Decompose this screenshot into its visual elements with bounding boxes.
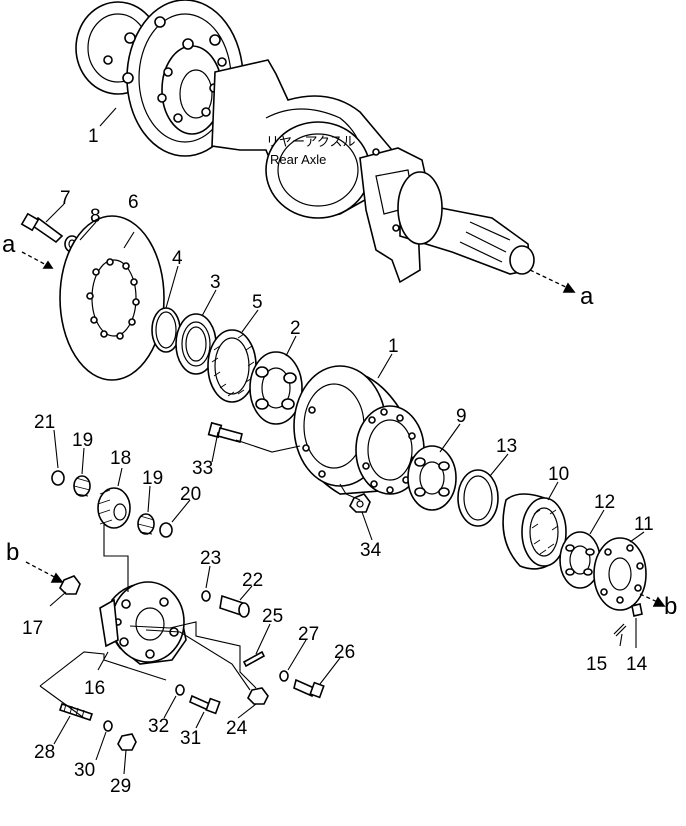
part-19b-needle bbox=[137, 513, 155, 535]
callout-26: 26 bbox=[334, 642, 355, 663]
part-10-bearing bbox=[502, 493, 567, 570]
part-16-carrier bbox=[99, 581, 187, 665]
part-18-gear bbox=[97, 487, 131, 529]
callout-34: 34 bbox=[360, 540, 382, 561]
part-29-nut bbox=[117, 733, 137, 751]
callout-leaders bbox=[45, 107, 645, 775]
callout-1-axle: 1 bbox=[88, 126, 99, 147]
part-13-ring bbox=[457, 469, 499, 527]
callout-25: 25 bbox=[262, 606, 283, 627]
callout-1-hub: 1 bbox=[388, 336, 399, 357]
part-14-nipple bbox=[631, 603, 643, 617]
callout-22: 22 bbox=[242, 570, 263, 591]
part-19a-needle bbox=[73, 475, 91, 497]
callout-32: 32 bbox=[148, 716, 169, 737]
callout-29: 29 bbox=[110, 776, 131, 797]
part-24-nut bbox=[247, 687, 269, 705]
ref-marker-a-right: a bbox=[580, 283, 594, 310]
part-7-bolt bbox=[20, 212, 64, 244]
callout-numbers: 1 7 8 6 4 3 5 2 1 9 13 10 12 11 14 15 16… bbox=[22, 126, 654, 797]
callout-15: 15 bbox=[586, 654, 607, 675]
callout-10: 10 bbox=[548, 464, 569, 485]
callout-4: 4 bbox=[172, 248, 183, 269]
callout-24: 24 bbox=[226, 718, 248, 739]
part-32-washer bbox=[175, 684, 185, 696]
callout-33: 33 bbox=[192, 458, 213, 479]
part-15-pin bbox=[613, 623, 627, 637]
part-27-washer bbox=[279, 670, 289, 682]
part-17-nut bbox=[59, 575, 81, 595]
axle-caption-japanese: リヤーアクスル bbox=[266, 134, 355, 149]
part-26-bolt bbox=[293, 678, 325, 699]
callout-20: 20 bbox=[180, 484, 201, 505]
callout-17: 17 bbox=[22, 618, 43, 639]
callout-21: 21 bbox=[34, 412, 55, 433]
part-2-race bbox=[249, 351, 303, 425]
reference-arrows bbox=[21, 251, 666, 607]
callout-5: 5 bbox=[252, 292, 263, 313]
part-5-bearing bbox=[207, 329, 257, 403]
callout-30: 30 bbox=[74, 760, 95, 781]
part-9-race bbox=[407, 445, 457, 511]
part-6-disc bbox=[59, 215, 165, 381]
disc-bolt-holes bbox=[103, 16, 227, 123]
callout-14: 14 bbox=[626, 654, 648, 675]
part-22-shaft bbox=[219, 594, 250, 618]
part-23-pin bbox=[201, 590, 211, 602]
callout-3: 3 bbox=[210, 272, 221, 293]
callout-8: 8 bbox=[90, 206, 101, 227]
part-33-bolt bbox=[207, 421, 243, 443]
callout-19a: 19 bbox=[72, 430, 93, 451]
part-20-ring bbox=[159, 522, 173, 538]
part-21-ring bbox=[51, 470, 65, 486]
axle-caption-english: Rear Axle bbox=[270, 152, 326, 167]
callout-23: 23 bbox=[200, 548, 221, 569]
connection-lines bbox=[39, 439, 361, 719]
part-34-nut bbox=[349, 493, 371, 513]
part-31-bolt bbox=[189, 694, 221, 715]
callout-18: 18 bbox=[110, 448, 131, 469]
part-25-pin bbox=[242, 650, 266, 668]
callout-28: 28 bbox=[34, 742, 55, 763]
part-30-washer bbox=[103, 720, 113, 732]
callout-31: 31 bbox=[180, 728, 201, 749]
ref-marker-b-left: b bbox=[6, 539, 19, 566]
callout-9: 9 bbox=[456, 406, 467, 427]
part-1-hub bbox=[293, 365, 425, 495]
ref-marker-b-right: b bbox=[664, 593, 677, 620]
callout-16: 16 bbox=[84, 678, 105, 699]
callout-13: 13 bbox=[496, 436, 517, 457]
callout-27: 27 bbox=[298, 624, 319, 645]
callout-2: 2 bbox=[290, 318, 301, 339]
callout-11: 11 bbox=[634, 514, 654, 535]
callout-19b: 19 bbox=[142, 468, 163, 489]
part-12-race bbox=[559, 531, 601, 589]
ref-marker-a-left: a bbox=[2, 231, 16, 258]
part-11-plate bbox=[593, 537, 647, 611]
callout-6: 6 bbox=[128, 192, 139, 213]
callout-12: 12 bbox=[594, 492, 615, 513]
callout-7: 7 bbox=[60, 188, 71, 209]
rear-axle-assembly bbox=[75, 0, 535, 284]
